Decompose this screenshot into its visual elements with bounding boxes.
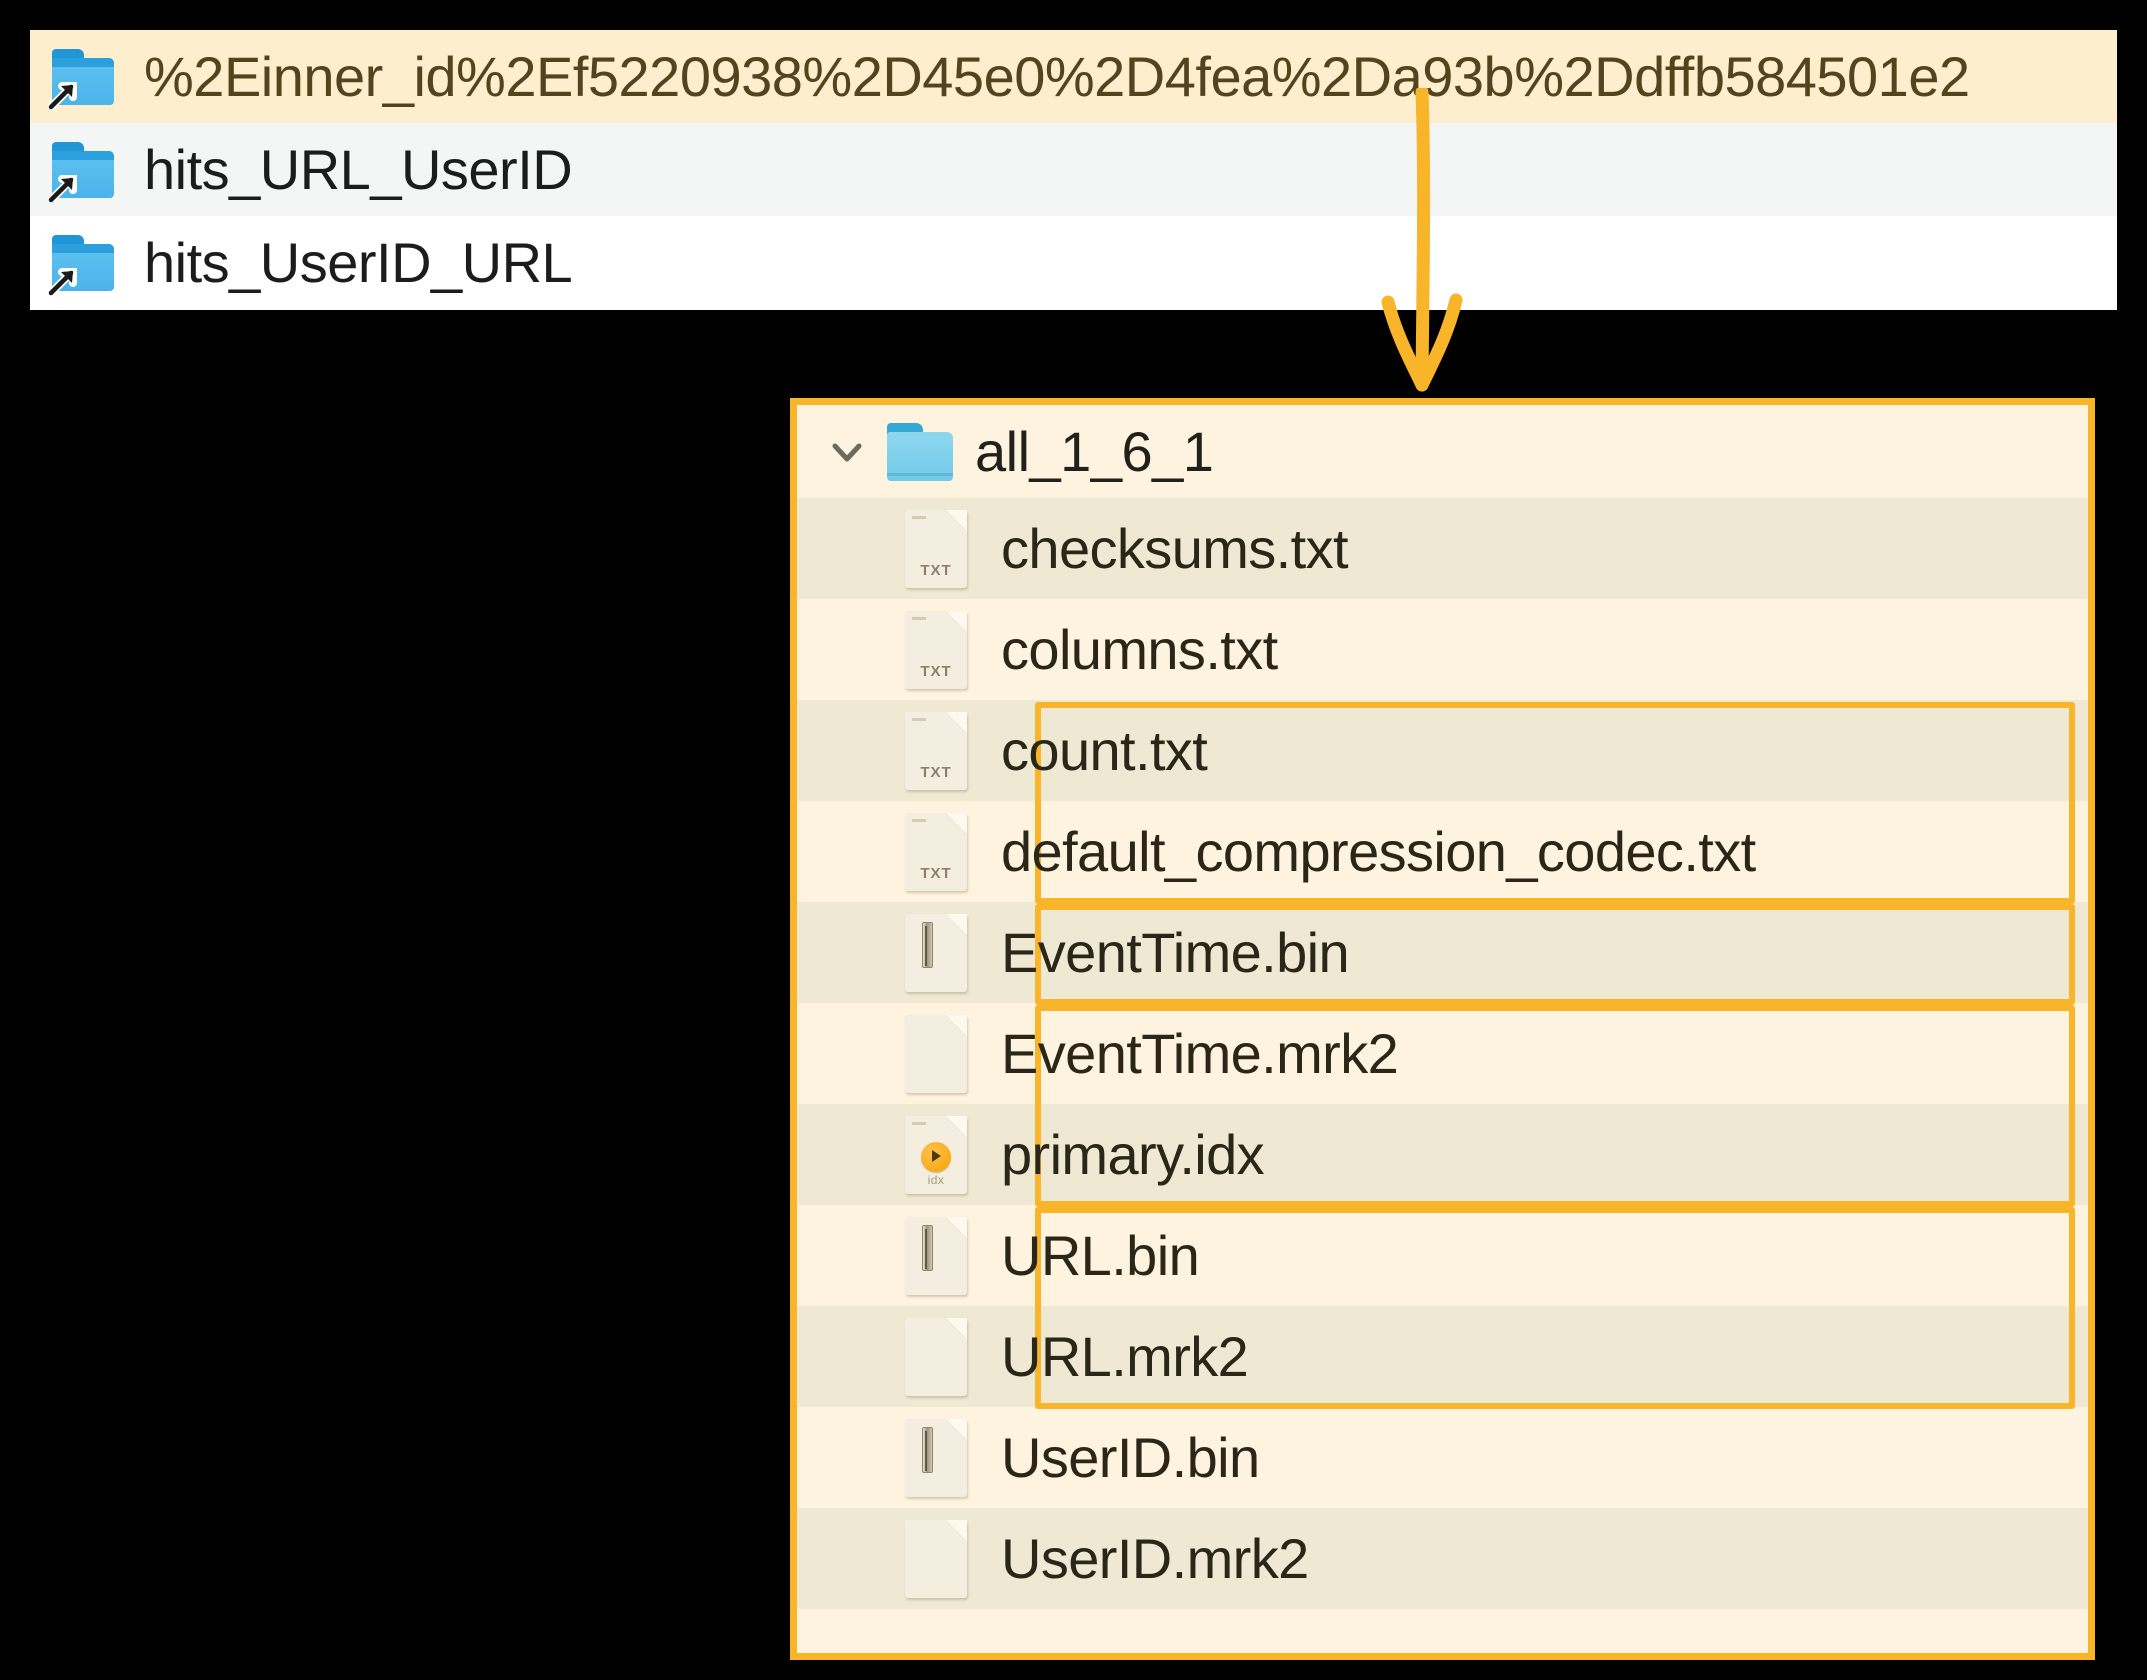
file-row[interactable]: TXT checksums.txt xyxy=(797,498,2088,599)
file-icon-label: TXT xyxy=(920,763,952,781)
file-name: default_compression_codec.txt xyxy=(1001,819,1756,883)
down-arrow-annotation xyxy=(1381,88,1463,392)
folder-shortcut-list: %2Einner_id%2Ef5220938%2D45e0%2D4fea%2Da… xyxy=(30,30,2117,310)
file-name: checksums.txt xyxy=(1001,516,1349,580)
list-item[interactable]: %2Einner_id%2Ef5220938%2D45e0%2D4fea%2Da… xyxy=(30,30,2117,123)
file-row[interactable]: URL.bin xyxy=(797,1205,2088,1306)
bin-file-icon xyxy=(905,913,967,992)
txt-file-icon: TXT xyxy=(905,812,967,891)
shortcut-arrow-icon xyxy=(48,81,77,110)
shortcut-arrow-icon xyxy=(48,174,77,203)
file-row[interactable]: TXT columns.txt xyxy=(797,599,2088,700)
folder-header-row[interactable]: all_1_6_1 xyxy=(797,405,2088,498)
folder-shortcut-icon xyxy=(48,141,118,203)
list-item[interactable]: hits_URL_UserID xyxy=(30,123,2117,216)
list-item-label: hits_UserID_URL xyxy=(144,230,573,294)
folder-header-label: all_1_6_1 xyxy=(975,419,1214,483)
expanded-folder-panel: all_1_6_1 TXT checksums.txt TXT columns.… xyxy=(790,398,2095,1660)
chevron-down-icon[interactable] xyxy=(825,430,869,474)
file-name: UserID.bin xyxy=(1001,1425,1260,1489)
folder-shortcut-icon xyxy=(48,48,118,110)
file-icon-label: idx xyxy=(927,1172,945,1187)
list-item-label: %2Einner_id%2Ef5220938%2D45e0%2D4fea%2Da… xyxy=(144,44,1970,108)
blank-file-icon xyxy=(905,1317,967,1396)
file-name: columns.txt xyxy=(1001,617,1278,681)
file-name: count.txt xyxy=(1001,718,1208,782)
file-row[interactable]: TXT default_compression_codec.txt xyxy=(797,801,2088,902)
shortcut-arrow-icon xyxy=(48,267,77,296)
file-row[interactable]: EventTime.mrk2 xyxy=(797,1003,2088,1104)
folder-open-icon xyxy=(885,422,955,481)
file-name: EventTime.bin xyxy=(1001,920,1350,984)
file-name: UserID.mrk2 xyxy=(1001,1526,1309,1590)
file-row[interactable]: EventTime.bin xyxy=(797,902,2088,1003)
list-item-label: hits_URL_UserID xyxy=(144,137,573,201)
idx-file-icon: idx xyxy=(905,1115,967,1194)
file-row[interactable]: UserID.bin xyxy=(797,1407,2088,1508)
file-icon-label: TXT xyxy=(920,561,952,579)
folder-shortcut-icon xyxy=(48,234,118,296)
bin-file-icon xyxy=(905,1216,967,1295)
blank-file-icon xyxy=(905,1519,967,1598)
file-row[interactable]: idx primary.idx xyxy=(797,1104,2088,1205)
file-icon-label: TXT xyxy=(920,662,952,680)
bin-file-icon xyxy=(905,1418,967,1497)
txt-file-icon: TXT xyxy=(905,509,967,588)
blank-file-icon xyxy=(905,1014,967,1093)
file-name: EventTime.mrk2 xyxy=(1001,1021,1399,1085)
file-row[interactable]: UserID.mrk2 xyxy=(797,1508,2088,1609)
file-row[interactable]: URL.mrk2 xyxy=(797,1306,2088,1407)
file-name: URL.bin xyxy=(1001,1223,1200,1287)
file-row[interactable]: TXT count.txt xyxy=(797,700,2088,801)
list-item[interactable]: hits_UserID_URL xyxy=(30,216,2117,309)
txt-file-icon: TXT xyxy=(905,610,967,689)
file-name: URL.mrk2 xyxy=(1001,1324,1249,1388)
txt-file-icon: TXT xyxy=(905,711,967,790)
file-name: primary.idx xyxy=(1001,1122,1265,1186)
file-icon-label: TXT xyxy=(920,864,952,882)
